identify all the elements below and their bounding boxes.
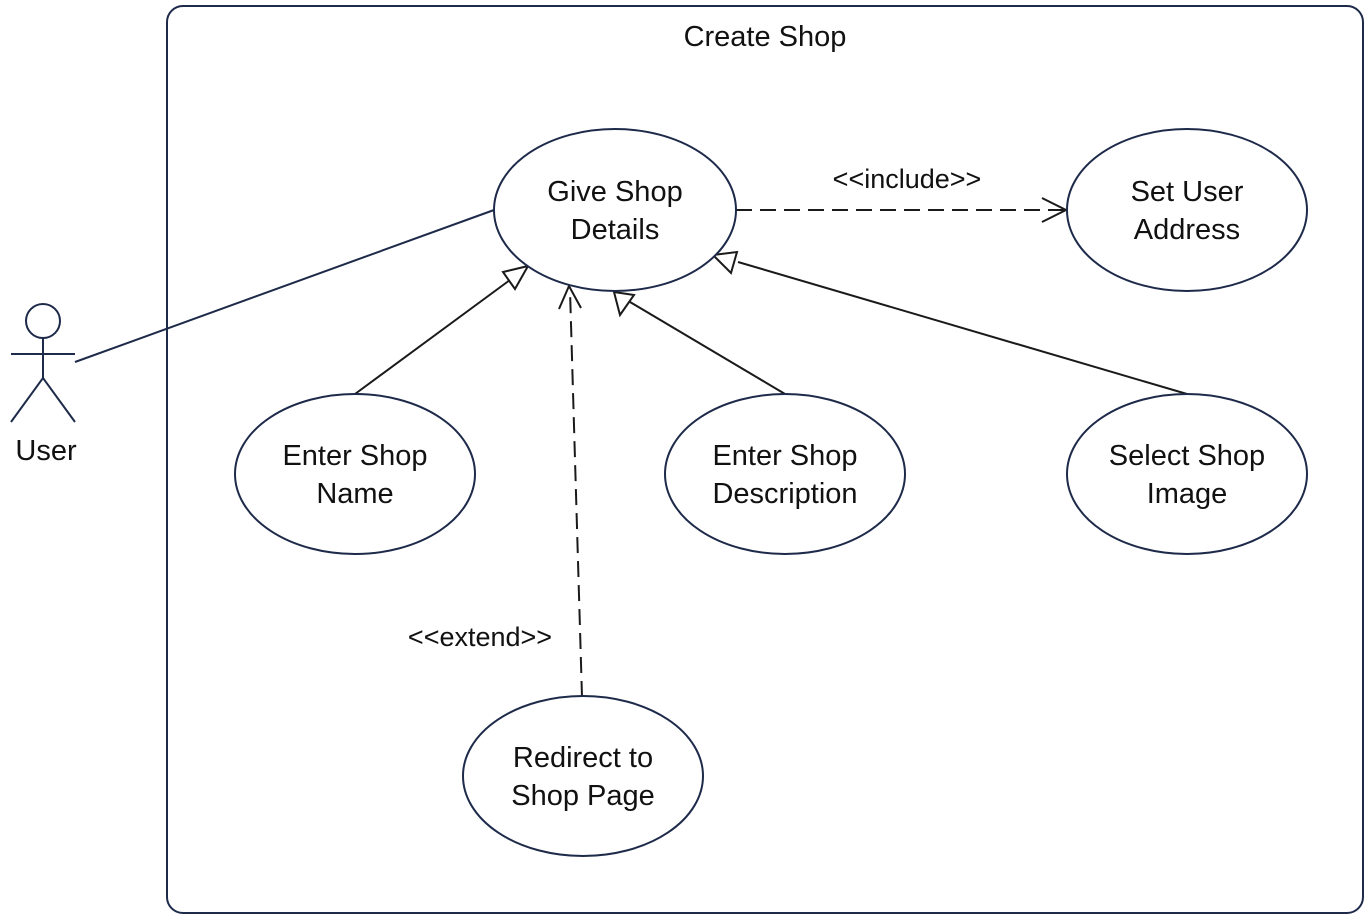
use-case-ellipse — [1066, 393, 1308, 555]
actor-head — [25, 303, 61, 339]
use-case-ellipse — [1066, 128, 1308, 292]
use-case-label-line-1: Enter Shop — [282, 440, 427, 472]
generalization-arrowhead-name — [501, 264, 531, 291]
use-case-ellipse — [462, 695, 704, 857]
use-case-label-line-2: Shop Page — [511, 780, 655, 812]
use-case-enter-shop-description[interactable]: Enter Shop Description — [664, 393, 906, 555]
use-case-label-line-1: Give Shop — [547, 176, 682, 208]
use-case-label-line-1: Redirect to — [513, 742, 653, 774]
actor-user[interactable]: User — [10, 303, 77, 467]
extend-arrowhead — [558, 283, 582, 310]
actor-right-leg — [42, 377, 76, 423]
use-case-set-user-address[interactable]: Set User Address — [1066, 128, 1308, 292]
use-case-select-shop-image[interactable]: Select Shop Image — [1066, 393, 1308, 555]
use-case-label-line-2: Details — [571, 214, 660, 246]
use-case-label-line-1: Set User — [1131, 176, 1244, 208]
use-case-label-line-2: Description — [712, 478, 857, 510]
use-case-label-line-2: Address — [1134, 214, 1240, 246]
use-case-label-line-2: Name — [316, 478, 393, 510]
include-label: <<include>> — [833, 164, 982, 194]
use-case-ellipse — [664, 393, 906, 555]
use-case-ellipse — [234, 393, 476, 555]
actor-left-leg — [10, 377, 44, 423]
extend-label: <<extend>> — [408, 622, 552, 652]
generalization-line-image — [737, 261, 1188, 395]
use-case-give-shop-details[interactable]: Give Shop Details — [493, 128, 737, 292]
generalization-arrowhead-image — [710, 250, 739, 275]
use-case-enter-shop-name[interactable]: Enter Shop Name — [234, 393, 476, 555]
generalization-line-name — [354, 276, 515, 395]
use-case-ellipse — [493, 128, 737, 292]
use-case-redirect-to-shop-page[interactable]: Redirect to Shop Page — [462, 695, 704, 857]
actor-label: User — [15, 435, 77, 467]
boundary-title: Create Shop — [684, 21, 847, 53]
generalization-arrowhead-description — [612, 290, 636, 318]
extend-line — [569, 289, 583, 698]
use-case-label-line-2: Image — [1147, 478, 1228, 510]
use-case-label-line-1: Select Shop — [1109, 440, 1265, 472]
association-line — [74, 209, 495, 363]
use-case-label-line-1: Enter Shop — [712, 440, 857, 472]
generalization-line-description — [629, 301, 786, 395]
